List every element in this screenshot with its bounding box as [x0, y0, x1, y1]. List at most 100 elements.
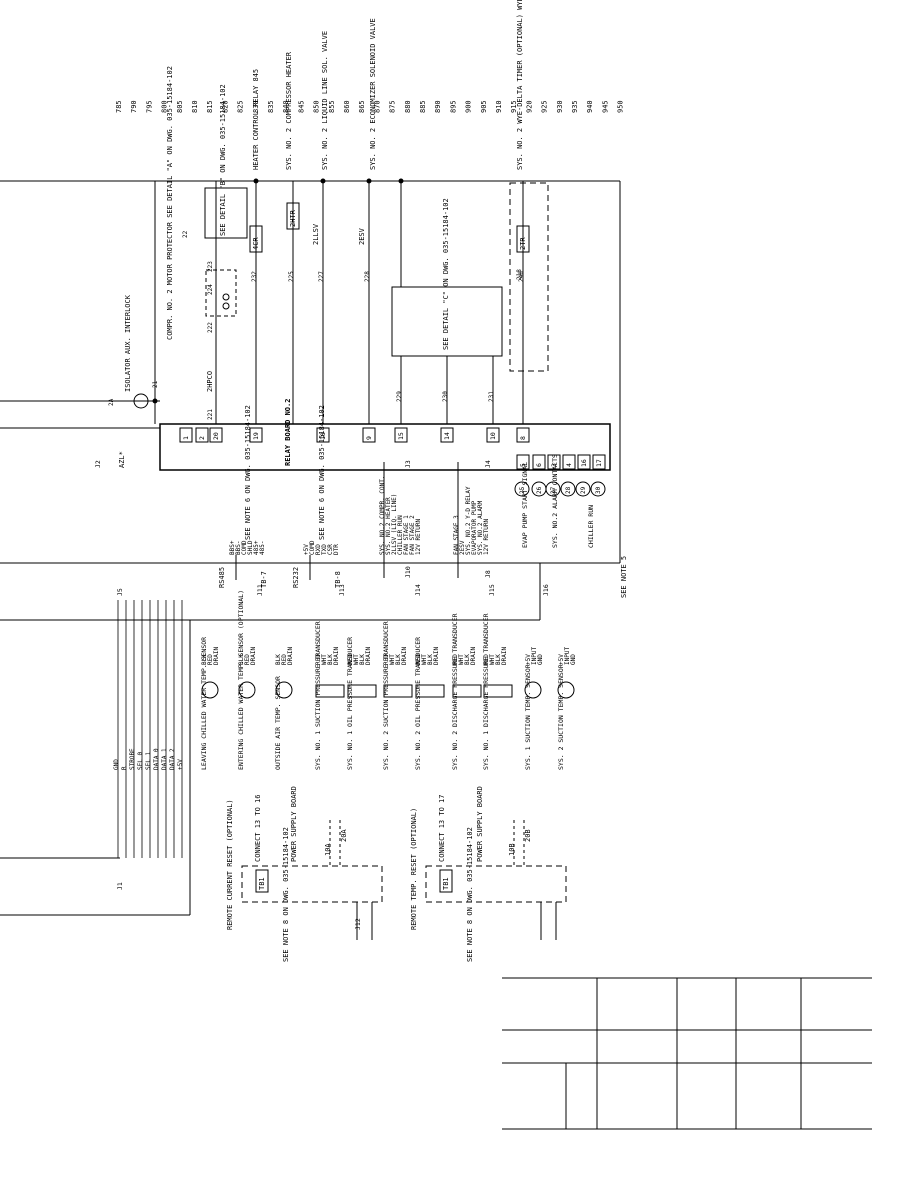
sensor-name: SYS. NO. 2 SUCTION PRESSURE TRANSDUCER — [382, 621, 390, 770]
wire-number: 232 — [251, 271, 258, 282]
line-number: 880 — [404, 100, 412, 113]
j10-signal: SYS. NO.2 HEATER — [385, 497, 392, 555]
line-number: 890 — [434, 100, 442, 113]
output-wire-number: 27 — [550, 486, 557, 494]
remote-current-title: REMOTE CURRENT RESET (OPTIONAL) — [226, 799, 234, 930]
line-number: 930 — [556, 100, 564, 113]
line-number: 785 — [115, 100, 123, 113]
line-number: 795 — [145, 100, 153, 113]
rs232-pin: +5V — [303, 544, 310, 555]
detail-c-label: SEE DETAIL "C" ON DWG. 035-15184-102 — [442, 198, 450, 350]
remote-current-tb: TB1 — [258, 877, 266, 890]
motor-protector-label: COMPR. NO. 2 MOTOR PROTECTOR SEE DETAIL … — [166, 66, 174, 340]
line-number: 840 — [282, 100, 290, 113]
connector-label: J4 — [484, 460, 492, 468]
sensor-wire: RED — [207, 654, 214, 665]
wire-number: 223 — [207, 261, 214, 272]
sensor-wire: DRAIN — [401, 647, 408, 665]
valve-2llsv-label: 2LLSV — [312, 223, 320, 245]
wire-number: 21 — [152, 380, 159, 388]
j1-bus-signal: STROBE — [129, 748, 136, 770]
detail-b-label: SEE DETAIL "B" ON DWG. 035-15184-102 — [219, 84, 227, 236]
wire-number: 231 — [488, 391, 495, 402]
connector-label: J13 — [338, 584, 346, 596]
sensor-wire: RED — [452, 654, 459, 665]
rs485-pin: 485- — [259, 541, 266, 555]
line-number: 940 — [586, 100, 594, 113]
output-label: SYS. NO.2 ALARM CONTACTS — [551, 454, 559, 548]
j10-signal: 2LLSV (LIQ. LINE) — [391, 494, 398, 555]
sensor-wire: BLK — [238, 654, 245, 665]
sensor-wire: RED — [347, 654, 354, 665]
sensor-name: SYS. NO. 2 OIL PRESSURE TRANSDUCER — [414, 637, 422, 770]
connector-label: J3 — [404, 460, 412, 468]
connector-label: J11 — [256, 584, 264, 596]
line-number: 950 — [617, 100, 625, 113]
sensor-name: SYS. 1 SUCTION TEMP. SENSOR — [524, 664, 532, 770]
relay-pin-number: 9 — [365, 436, 373, 440]
rs232-label: RS232 — [292, 567, 300, 588]
j1-bus-signal: SEL 0 — [137, 752, 144, 770]
j1-bus-signal: GND — [113, 759, 120, 770]
sensor-name: ENTERING CHILLED WATER TEMP. SENSOR (OPT… — [237, 590, 245, 770]
rs232-pin: TXD — [321, 544, 328, 555]
sensor-wire: RED — [383, 654, 390, 665]
relay-pin-number: 20 — [212, 432, 220, 440]
j8-signal: SYS. NO.2 Y-D RELAY — [465, 486, 472, 555]
relay-2htr-label: 2HTR — [289, 209, 297, 227]
sensor-wire: BLK — [464, 654, 471, 665]
sensor-wire: BLK — [275, 654, 282, 665]
rs485-pin: BBS- — [235, 541, 242, 555]
valve-2esv-label: 2ESV — [358, 227, 366, 245]
sensor-wire: RED — [315, 654, 322, 665]
wire-number: 228 — [364, 271, 371, 282]
sensor-wire: INPUT — [564, 647, 571, 665]
wire-number: 218 — [516, 269, 523, 280]
relay-pin-number: 14 — [443, 432, 451, 440]
relay-pin-number: 18 — [319, 432, 327, 440]
economizer-valve-label: SYS. NO. 2 ECONOMIZER SOLENOID VALVE — [369, 18, 377, 170]
line-number: 900 — [465, 100, 473, 113]
sensor-wire: RED — [244, 654, 251, 665]
wire-number: 221 — [207, 409, 214, 420]
wire-number: 227 — [318, 271, 325, 282]
sensor-wire: WHT — [389, 654, 396, 665]
sensor-wire: BLK — [427, 654, 434, 665]
line-number: 905 — [480, 100, 488, 113]
j10-signal: SYS. NO.2 COMPR. CONT. — [379, 476, 386, 555]
liquid-line-valve-label: SYS. NO. 2 LIQUID LINE SOL. VALVE — [321, 31, 329, 170]
sensor-name: SYS. NO. 1 SUCTION PRESSURE TRANSDUCER — [314, 621, 322, 770]
note6-b: SEE NOTE 6 ON DWG. 035-15184-102 — [318, 405, 326, 540]
sensor-name: SYS. NO. 1 DISCHARGE PRESSURE TRANSDUCER — [482, 613, 490, 770]
line-number: 865 — [358, 100, 366, 113]
connector-label: J8 — [484, 570, 492, 578]
relay-pin-number: 5 — [519, 463, 527, 467]
line-number: 830 — [252, 100, 260, 113]
isolator-label: ISOLATOR AUX. INTERLOCK — [124, 294, 132, 392]
sensor-wire: WHT — [421, 654, 428, 665]
title-block-table — [502, 977, 872, 1130]
remote-current-wire-a: 10A — [324, 843, 332, 856]
sensor-name: SYS. NO. 2 DISCHARGE PRESSURE TRANSDUCER — [451, 613, 459, 770]
j1-bus-signal: +5V — [177, 759, 184, 770]
relay-pin-number: 19 — [252, 432, 260, 440]
sensor-wire: GND — [570, 654, 577, 665]
line-number: 825 — [237, 100, 245, 113]
relay-pin-number: 16 — [580, 459, 588, 467]
line-number: 855 — [328, 100, 336, 113]
rs485-pin: SHLD — [247, 540, 254, 555]
sensor-wire: BLK — [395, 654, 402, 665]
relay-pin-number: 8 — [519, 436, 527, 440]
line-number: 895 — [449, 100, 457, 113]
see-note-5: SEE NOTE 5 — [620, 556, 628, 598]
remote-temp-wire-a: 10B — [508, 843, 516, 856]
sensor-wire: DRAIN — [213, 647, 220, 665]
line-number: 790 — [130, 100, 138, 113]
line-number: 910 — [495, 100, 503, 113]
sensor-wire: +5V — [558, 654, 565, 665]
remote-current-connect: CONNECT 13 TO 16 — [254, 795, 262, 862]
sensor-wire: +5V — [525, 654, 532, 665]
connector-label: J16 — [542, 584, 550, 596]
heater-relay-label: HEATER CONTROL RELAY 845 — [252, 69, 260, 170]
